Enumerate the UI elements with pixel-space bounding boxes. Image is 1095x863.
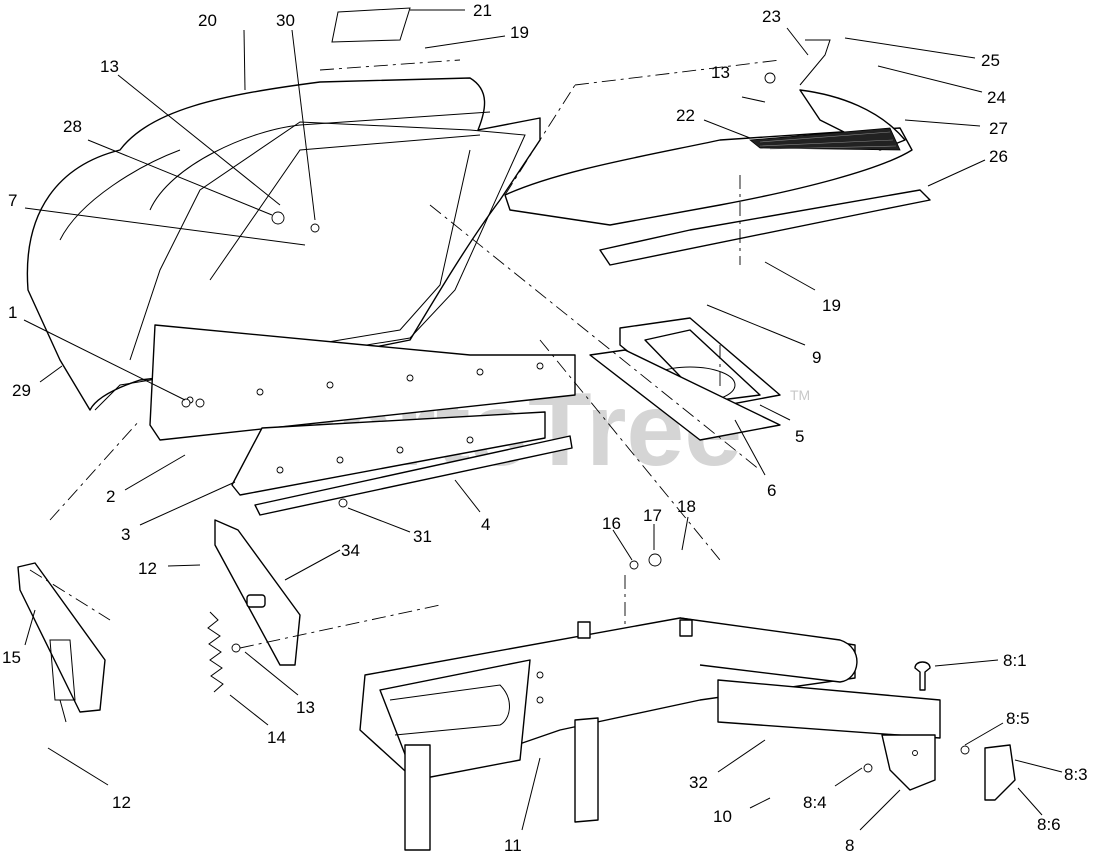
callout-29: 29 [12, 381, 31, 400]
callout-10: 10 [713, 807, 732, 826]
callout-15: 15 [2, 648, 21, 667]
callout-8-3: 8:3 [1064, 765, 1088, 784]
watermark-trademark: TM [790, 387, 810, 403]
callout-4: 4 [481, 515, 490, 534]
callout-30: 30 [276, 11, 295, 30]
callout-24: 24 [987, 88, 1006, 107]
side-panel-part [504, 59, 931, 266]
callout-25: 25 [981, 51, 1000, 70]
callout-3: 3 [121, 525, 130, 544]
callout-12-bottom: 12 [112, 793, 131, 812]
plate-4 [254, 435, 573, 516]
callout-34: 34 [341, 541, 360, 560]
callout-13-top: 13 [100, 57, 119, 76]
callout-8-1: 8:1 [1003, 651, 1027, 670]
callout-8-4: 8:4 [803, 793, 827, 812]
callout-11: 11 [504, 836, 522, 855]
callout-1: 1 [8, 303, 17, 322]
callout-28: 28 [63, 117, 82, 136]
callout-2: 2 [106, 487, 115, 506]
frame-rail-11 [359, 617, 941, 851]
callout-7: 7 [8, 191, 17, 210]
assembly-lines [29, 175, 761, 649]
callout-17: 17 [643, 506, 662, 525]
callout-12-mid: 12 [138, 559, 157, 578]
plate-3 [231, 411, 546, 496]
callout-26: 26 [989, 147, 1008, 166]
callout-20: 20 [198, 11, 217, 30]
callout-18: 18 [677, 497, 696, 516]
front-plate-2 [149, 324, 576, 441]
callout-8-6: 8:6 [1037, 815, 1061, 834]
callout-19-top: 19 [510, 23, 529, 42]
grille-mesh [748, 127, 901, 151]
spring-14 [207, 611, 224, 693]
callout-31: 31 [413, 527, 432, 546]
callout-32: 32 [689, 773, 708, 792]
callout-8: 8 [845, 836, 854, 855]
callout-9: 9 [812, 348, 821, 367]
callout-22: 22 [676, 106, 695, 125]
callout-8-5: 8:5 [1006, 709, 1030, 728]
callout-5: 5 [795, 427, 804, 446]
bracket-34 [214, 519, 301, 666]
callout-13-bottom: 13 [296, 698, 315, 717]
callout-14: 14 [267, 728, 286, 747]
bracket-15 [17, 562, 106, 723]
callout-13-right: 13 [711, 63, 730, 82]
hardware-fasteners [181, 7, 1016, 801]
callout-6: 6 [767, 481, 776, 500]
callout-27: 27 [989, 119, 1008, 138]
chute-seal-5 [619, 317, 781, 411]
callout-19-right: 19 [822, 296, 841, 315]
callout-16: 16 [602, 514, 621, 533]
callout-23: 23 [762, 7, 781, 26]
callout-21: 21 [473, 1, 492, 20]
gasket-6 [589, 349, 781, 441]
